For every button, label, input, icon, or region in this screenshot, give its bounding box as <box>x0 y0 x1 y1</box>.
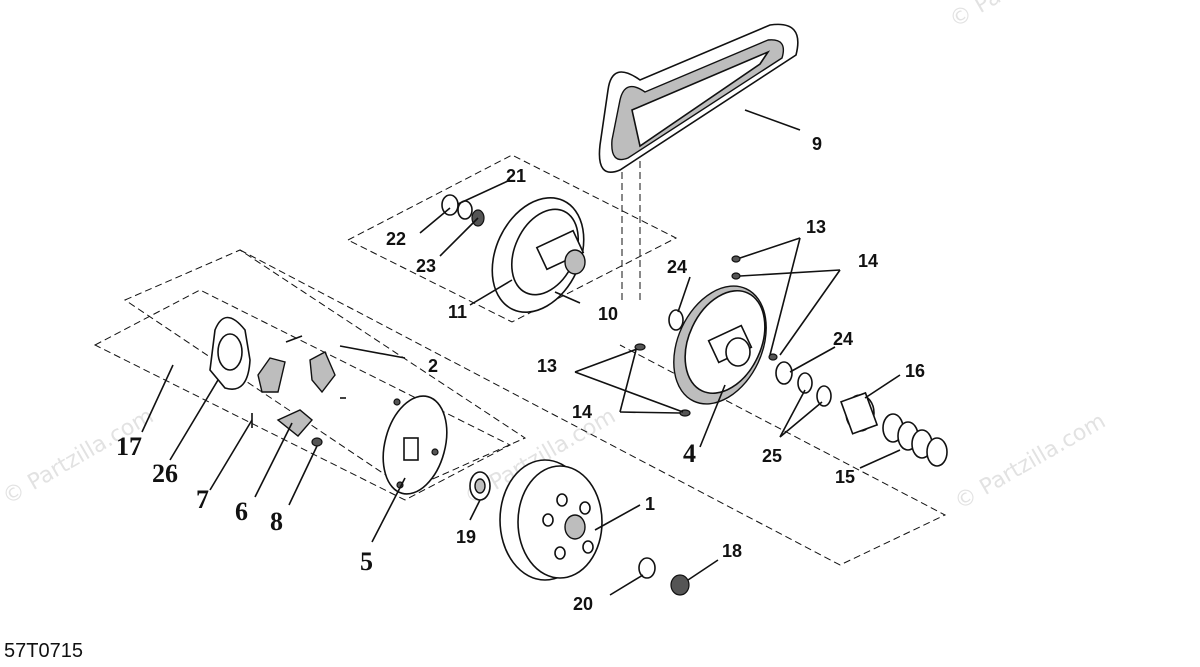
spring-part <box>882 413 948 467</box>
callout-2: 2 <box>428 356 438 376</box>
callout-23: 23 <box>416 256 436 276</box>
callout-19: 19 <box>456 527 476 547</box>
bolt-part <box>634 343 646 351</box>
callout-4: 4 <box>683 439 696 468</box>
clutch-drum-part <box>499 459 603 581</box>
callout-5: 5 <box>360 547 373 576</box>
bolt-part <box>731 255 741 263</box>
diagram-code: 57T0715 <box>4 640 83 662</box>
callout-6: 6 <box>235 497 248 526</box>
watermark: © Partzilla.com <box>946 0 1106 33</box>
callout-16: 16 <box>905 361 925 381</box>
callout-9: 9 <box>812 134 822 154</box>
primary-sheave-part <box>673 285 767 405</box>
washer-part <box>638 557 656 579</box>
washer-part <box>768 353 778 361</box>
washer-part <box>797 372 813 394</box>
callout-8: 8 <box>270 507 283 536</box>
callout-20: 20 <box>573 594 593 614</box>
bearing-part <box>441 194 485 227</box>
group-outline-clutch <box>123 249 527 491</box>
callout-10: 10 <box>598 304 618 324</box>
group-outline-clutch-inner <box>93 289 512 501</box>
callout-26: 26 <box>152 459 178 488</box>
drive-belt-part <box>598 23 799 173</box>
washer-part <box>816 385 832 407</box>
callout-17: 17 <box>116 432 142 461</box>
o-ring-part <box>668 309 684 331</box>
pin-part <box>311 437 323 447</box>
group-outline-secondary-pulley <box>346 154 678 323</box>
callout-11: 11 <box>448 302 467 322</box>
callout-14: 14 <box>572 402 592 422</box>
clutch-carrier-part <box>382 395 448 495</box>
washer-part <box>731 272 741 280</box>
washer-part <box>474 478 486 494</box>
nut-part <box>670 574 690 596</box>
o-ring-part <box>775 361 793 385</box>
clutch-plate-part <box>209 316 251 390</box>
callout-18: 18 <box>722 541 742 561</box>
callout-24: 24 <box>667 257 687 277</box>
callout-21: 21 <box>506 166 526 186</box>
watermark: © Partzilla.com <box>951 409 1111 516</box>
collar-part <box>840 391 879 435</box>
callout-1: 1 <box>645 494 655 514</box>
callout-7: 7 <box>196 485 209 514</box>
callout-15: 15 <box>835 467 855 487</box>
callout-13: 13 <box>537 356 557 376</box>
callout-13: 13 <box>806 217 826 237</box>
secondary-sheave-part <box>491 196 586 314</box>
clutch-shoe-part <box>257 351 336 437</box>
callout-24: 24 <box>833 329 853 349</box>
callout-14: 14 <box>858 251 878 271</box>
callout-labels: 1 2 4 5 6 7 8 9 10 11 13 13 14 14 15 16 … <box>116 134 925 614</box>
leader-lines <box>141 109 901 596</box>
callout-25: 25 <box>762 446 782 466</box>
callout-22: 22 <box>386 229 406 249</box>
